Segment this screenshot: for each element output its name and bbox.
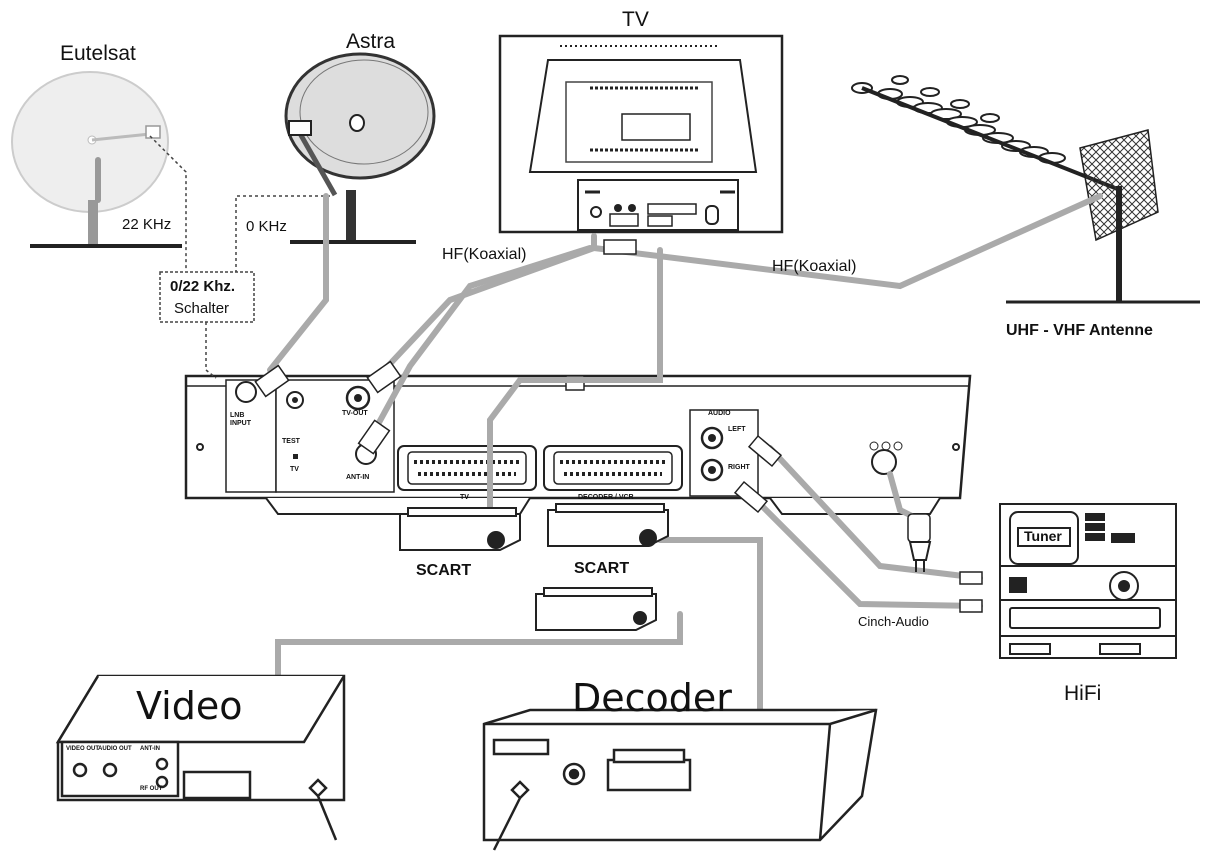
video-out-label: VIDEO OUT xyxy=(66,746,100,752)
video-recorder xyxy=(55,674,346,841)
switch-box xyxy=(159,271,255,323)
astra-label: Astra xyxy=(346,30,396,53)
scart-plugs xyxy=(399,503,669,631)
right-label: RIGHT xyxy=(728,464,750,471)
switch-label-line1: 0/22 Khz. xyxy=(170,278,236,295)
decoder-box xyxy=(482,708,878,851)
eutelsat-label: Eutelsat xyxy=(60,42,136,65)
decoder-label: Decoder xyxy=(572,676,732,720)
tuner-label: Tuner xyxy=(1024,528,1062,544)
hf-koaxial-antenna-label: HF(Koaxial) xyxy=(772,258,857,275)
lnb-input-label: LNB INPUT xyxy=(230,412,251,427)
hifi-label: HiFi xyxy=(1064,682,1102,705)
video-label: Video xyxy=(136,684,243,728)
eutelsat-dish xyxy=(11,71,182,248)
hf-koaxial-tv-label: HF(Koaxial) xyxy=(442,246,527,263)
tv-small-label: TV xyxy=(290,466,299,473)
scart-label-2: SCART xyxy=(574,560,630,577)
cables xyxy=(95,157,1103,789)
vcr-ant-in-label: ANT-IN xyxy=(140,746,160,752)
cinch-audio-label: Cinch-Audio xyxy=(858,614,929,629)
switch-label-line2: Schalter xyxy=(174,300,230,317)
tv-set xyxy=(498,34,784,234)
scart-tv-label: TV xyxy=(460,494,469,501)
satellite-receiver xyxy=(184,374,972,515)
scart-label-1: SCART xyxy=(416,562,472,579)
connector-plugs xyxy=(254,239,983,613)
tv-label: TV xyxy=(622,8,649,31)
rf-out-label: RF OUT xyxy=(140,786,163,792)
test-label: TEST xyxy=(282,438,300,445)
khz-22-label: 22 KHz xyxy=(122,216,172,233)
audio-out-label: AUDIO OUT xyxy=(98,746,132,752)
left-label: LEFT xyxy=(728,426,746,433)
audio-label: AUDIO xyxy=(708,410,731,417)
hifi-system xyxy=(999,503,1177,659)
astra-dish xyxy=(284,52,436,244)
ant-in-label: ANT-IN xyxy=(346,474,370,481)
antenna-label: UHF - VHF Antenne xyxy=(1006,322,1153,339)
uhf-vhf-antenna xyxy=(851,75,1200,304)
khz-signal-lines xyxy=(149,135,330,379)
power-plug xyxy=(908,541,932,572)
tv-out-label: TV-OUT xyxy=(342,410,368,417)
khz-0-label: 0 KHz xyxy=(246,218,287,235)
scart-decoder-label: DECODER / VCR xyxy=(578,494,634,501)
